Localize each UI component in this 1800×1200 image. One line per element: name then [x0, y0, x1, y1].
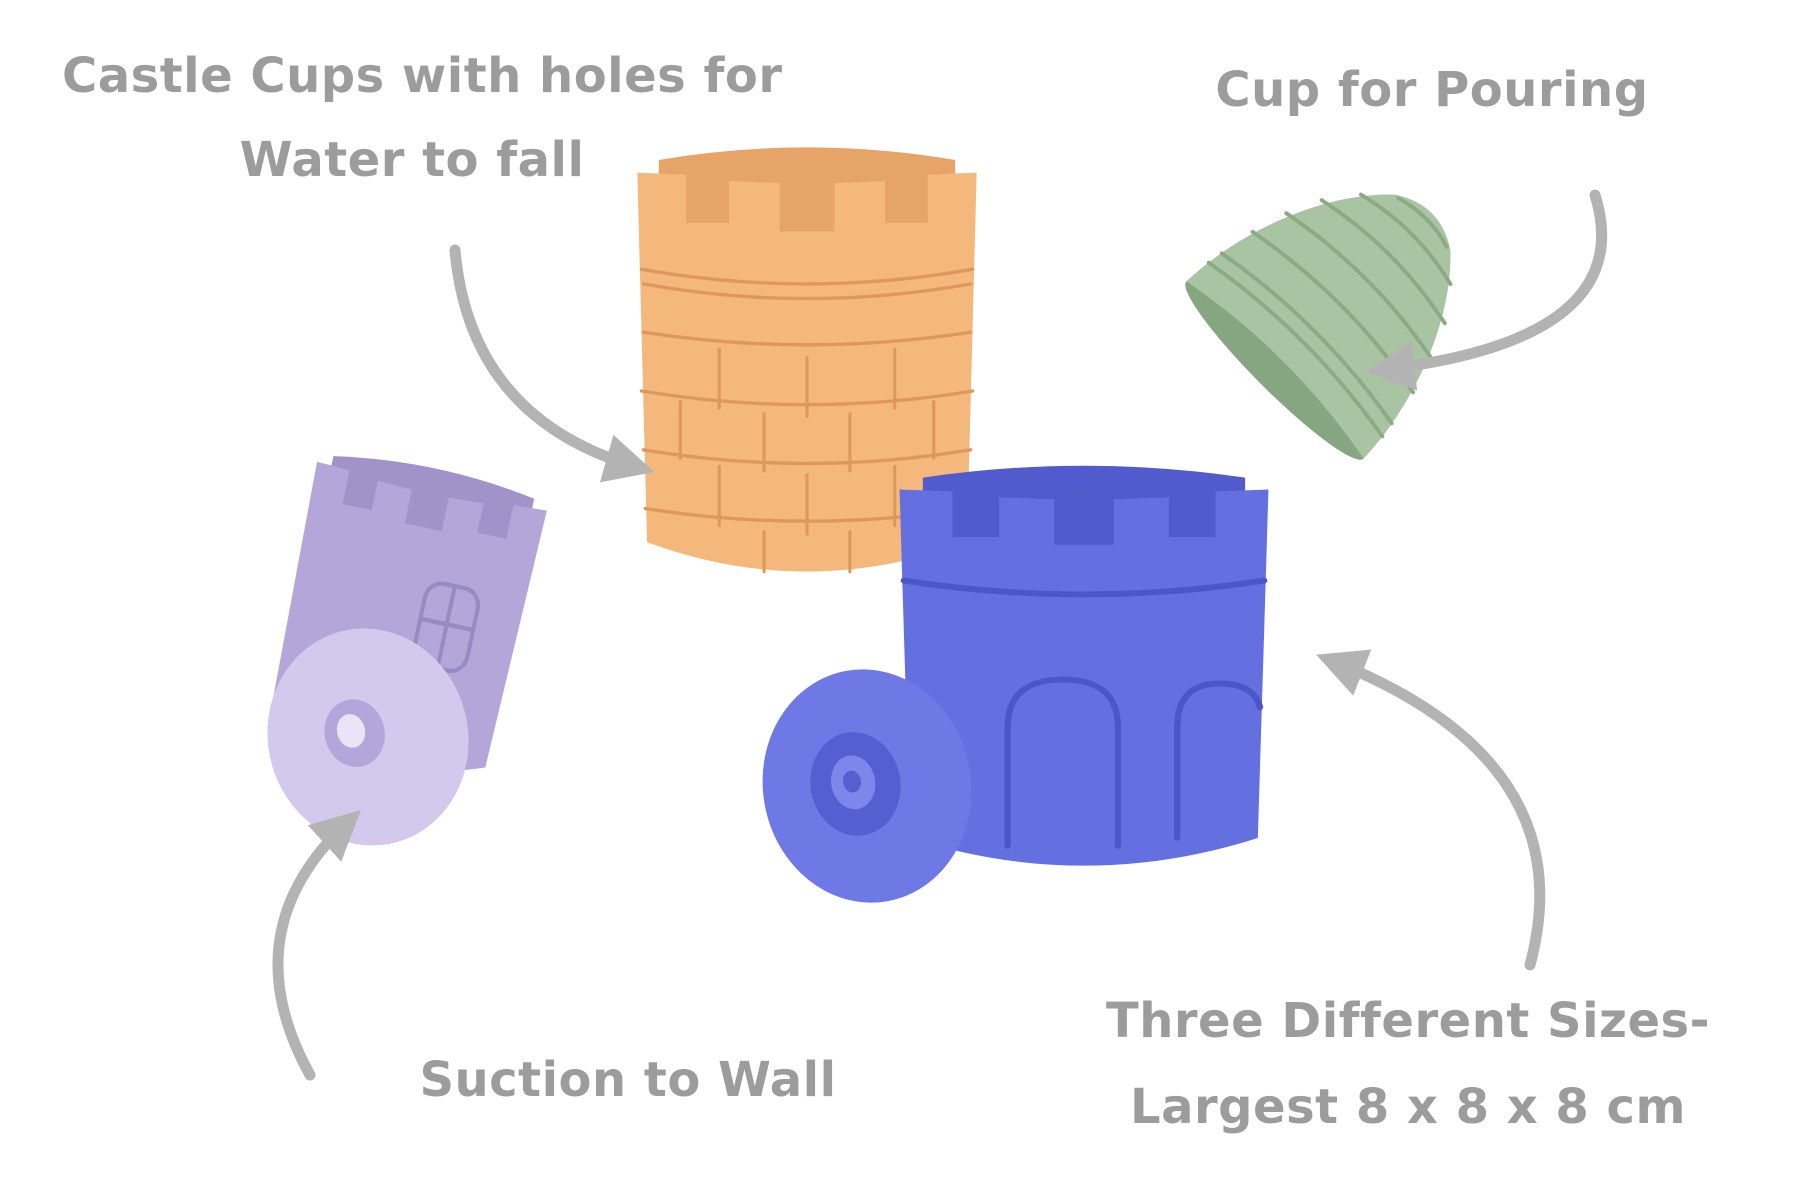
annotation-three-sizes: Three Different Sizes- Largest 8 x 8 x 8…	[1058, 978, 1758, 1151]
arrow-to-blue-cup	[1316, 649, 1546, 971]
annotation-castle-cups: Castle Cups with holes for Water to fall	[62, 34, 783, 202]
annotation-three-sizes-line2: Largest 8 x 8 x 8 cm	[1130, 1079, 1686, 1136]
green-cup-opening	[1185, 280, 1365, 460]
orange-castle-cup	[637, 147, 977, 574]
blue-cup-arch-door-2	[1174, 680, 1264, 841]
arrow-to-suction-disc	[272, 809, 361, 1081]
arrow-to-orange-cup	[449, 244, 655, 483]
blue-castle-cup	[899, 465, 1269, 866]
blue-disc-hole-center	[842, 770, 862, 793]
arrow-to-green-cup	[1365, 189, 1608, 391]
blue-suction-disc	[762, 669, 972, 903]
annotation-suction-to-wall: Suction to Wall	[328, 1052, 928, 1108]
annotation-suction-to-wall-text: Suction to Wall	[419, 1052, 837, 1108]
annotation-cup-for-pouring-text: Cup for Pouring	[1215, 62, 1649, 118]
annotation-castle-cups-line2: Water to fall	[239, 132, 585, 188]
green-cup-body	[1186, 194, 1451, 459]
green-pouring-cup	[1185, 192, 1453, 460]
blue-cup-ledge-line	[900, 577, 1268, 598]
green-cup-ridges	[1219, 192, 1453, 426]
blue-cup-arch-door	[1004, 676, 1122, 849]
green-cup-rim-groove	[1206, 260, 1385, 439]
purple-cup-inside	[323, 456, 535, 546]
annotation-cup-for-pouring: Cup for Pouring	[1132, 62, 1732, 118]
purple-disc-hole-center	[336, 714, 366, 748]
annotation-castle-cups-line1: Castle Cups with holes for	[62, 48, 783, 104]
orange-cup-brick-seams	[678, 347, 936, 574]
orange-cup-ledge-lines	[639, 267, 975, 301]
annotation-three-sizes-line1: Three Different Sizes-	[1105, 993, 1711, 1049]
purple-suction-disc	[267, 628, 469, 846]
